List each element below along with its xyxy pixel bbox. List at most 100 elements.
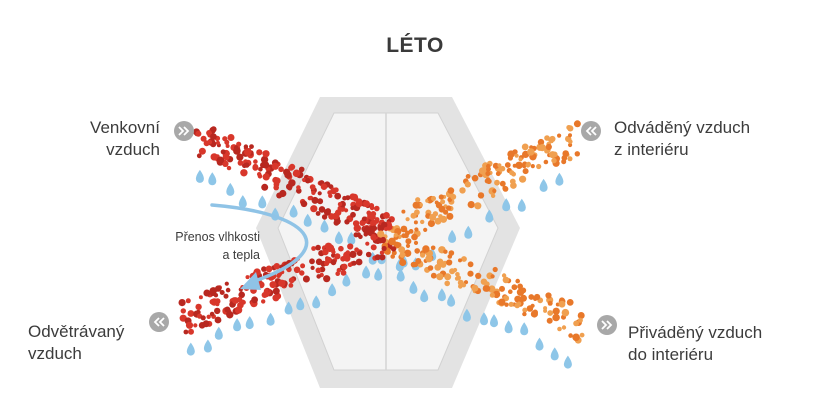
water-droplet-icon [409,280,418,294]
water-droplet-icon [195,169,204,183]
air-particle-icon [429,213,437,221]
air-particle-icon [521,143,529,151]
water-droplet-icon [535,337,544,351]
air-particle-icon [307,196,312,201]
air-particle-icon [256,149,263,156]
air-particle-icon [384,227,388,231]
air-particle-icon [200,315,206,321]
air-particle-icon [245,275,250,280]
air-particle-icon [269,281,277,289]
air-particle-icon [315,244,321,251]
air-particle-icon [206,130,212,136]
air-particle-icon [568,139,573,144]
air-particle-icon [351,260,357,266]
label-vented-air: Odvětrávaný vzduch [28,322,125,363]
air-particle-icon [375,238,381,244]
air-particle-icon [434,217,442,225]
air-particle-icon [333,219,340,226]
air-particle-icon [450,193,457,200]
air-particle-icon [358,234,363,240]
air-particle-icon [260,162,266,169]
air-particle-icon [215,140,220,145]
air-particle-icon [414,248,421,254]
air-particle-icon [561,325,567,330]
air-particle-icon [237,160,244,166]
air-particle-icon [351,193,358,201]
air-particle-icon [315,258,323,266]
air-particle-icon [384,248,391,255]
air-particle-icon [223,154,230,161]
double-chevron-icon [174,121,194,141]
air-particle-icon [415,258,422,264]
air-particle-icon [467,201,475,209]
air-particle-icon [310,265,315,270]
air-particle-icon [520,287,527,294]
air-particle-icon [227,134,235,141]
air-particle-icon [495,171,501,177]
air-particle-icon [499,165,506,172]
air-particle-icon [334,192,342,200]
air-particle-icon [288,179,296,187]
water-droplet-icon [550,347,559,361]
air-particle-icon [359,219,366,226]
air-particle-icon [459,187,466,194]
air-particle-icon [504,162,511,168]
air-particle-icon [391,250,397,256]
air-particle-icon [226,311,234,319]
water-droplet-icon [396,268,405,282]
air-particle-icon [318,206,326,213]
air-particle-icon [431,196,436,201]
air-particle-icon [279,189,287,198]
water-droplet-icon [517,198,526,212]
air-particle-icon [440,199,446,205]
air-particle-icon [374,254,381,261]
water-droplet-icon [238,195,247,209]
label-transfer: Přenos vlhkosti a tepla [175,230,260,262]
water-droplet-icon [342,273,351,287]
air-particle-icon [363,232,369,237]
air-particle-icon [511,284,518,291]
air-particle-icon [278,279,286,287]
air-particle-icon [546,317,553,324]
air-particle-icon [311,190,316,195]
air-particle-icon [534,293,541,301]
air-particle-icon [440,261,446,267]
air-particle-icon [577,317,583,323]
air-particle-icon [299,270,305,276]
double-chevron-icon [149,312,169,332]
air-particle-icon [207,139,213,145]
air-particle-icon [220,149,226,155]
air-particle-icon [379,250,385,255]
air-particle-icon [562,150,569,157]
air-particle-icon [222,160,229,167]
air-particle-icon [315,267,322,274]
air-particle-icon [238,291,245,299]
air-particle-icon [240,169,248,177]
air-particle-icon [315,211,321,216]
air-particle-icon [517,283,523,290]
air-particle-icon [234,145,239,150]
air-particle-icon [305,177,311,184]
air-particle-icon [465,174,471,179]
air-particle-icon [354,247,359,253]
air-particle-icon [446,212,454,220]
air-particle-icon [180,308,186,314]
air-particle-icon [381,245,387,252]
air-particle-icon [185,298,191,304]
air-particle-icon [339,205,346,212]
air-particle-icon [188,328,194,335]
air-particle-icon [400,225,408,233]
label-supply-to-interior: Přiváděný vzduch do interiéru [628,323,763,364]
air-particle-icon [561,308,570,317]
air-particle-icon [327,190,333,196]
air-particle-icon [572,333,580,342]
air-particle-icon [377,230,385,238]
air-particle-icon [492,162,499,169]
air-particle-icon [551,157,557,164]
air-particle-icon [257,172,262,177]
water-droplet-icon [462,308,471,322]
air-particle-icon [369,205,375,211]
air-particle-icon [224,281,229,286]
air-particle-icon [408,229,414,234]
air-particle-icon [574,151,580,157]
